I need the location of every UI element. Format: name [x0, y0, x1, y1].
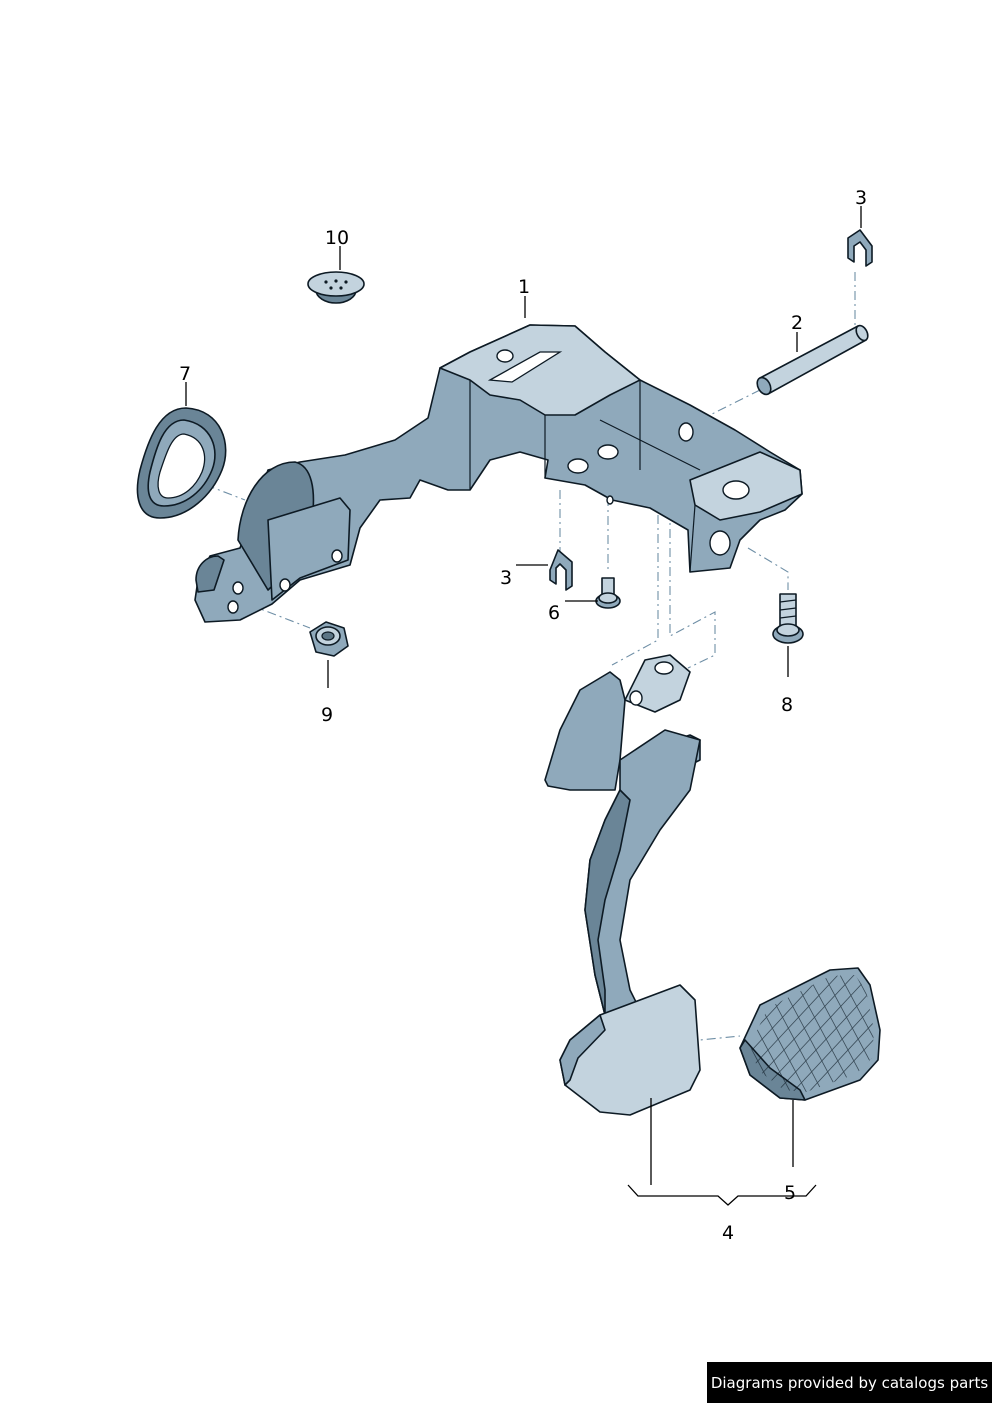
grid-line	[904, 960, 992, 1110]
credit-banner: Diagrams provided by catalogs parts	[707, 1362, 992, 1403]
grid-line	[791, 975, 874, 1092]
callout-3-top: 3	[855, 187, 867, 209]
grid-line	[831, 975, 874, 1092]
nut-part-9	[309, 621, 349, 657]
credit-text: Diagrams provided by catalogs parts	[710, 1373, 989, 1392]
callout-4: 4	[722, 1222, 734, 1244]
bolt-part-6	[595, 577, 621, 609]
grid-line	[880, 960, 960, 1110]
callout-5: 5	[784, 1182, 796, 1204]
callout-8: 8	[781, 694, 793, 716]
pedal-bracket-part-1	[194, 324, 803, 623]
callout-10: 10	[325, 227, 349, 249]
callout-3-lower: 3	[500, 567, 512, 589]
grid-line	[847, 975, 874, 1092]
callout-7: 7	[179, 363, 191, 385]
grid-line	[775, 975, 874, 1092]
callout-2: 2	[791, 312, 803, 334]
clip-part-3-lower	[549, 549, 573, 591]
seal-part-7	[136, 407, 227, 519]
grid-line	[750, 975, 817, 1092]
callout-9: 9	[321, 704, 333, 726]
bolt-part-8	[772, 593, 804, 644]
grid-line	[750, 975, 837, 1092]
clip-part-3-top	[847, 229, 873, 267]
callout-6: 6	[548, 602, 560, 624]
grid-line	[920, 960, 992, 1110]
grid-line	[815, 975, 874, 1092]
grid-line	[750, 975, 801, 1092]
plug-part-10	[307, 271, 365, 304]
grid-line	[871, 975, 874, 1092]
grid-line	[888, 960, 992, 1110]
grid-line	[750, 975, 853, 1092]
pin-part-2	[756, 324, 869, 396]
pedal-part-4	[544, 654, 701, 1116]
callout-1: 1	[518, 276, 530, 298]
grid-line	[759, 975, 874, 1092]
callout-labels: 1 2 3 3 4 5 6 7 8 9 10	[179, 187, 867, 1244]
leader-lines	[185, 206, 862, 1206]
